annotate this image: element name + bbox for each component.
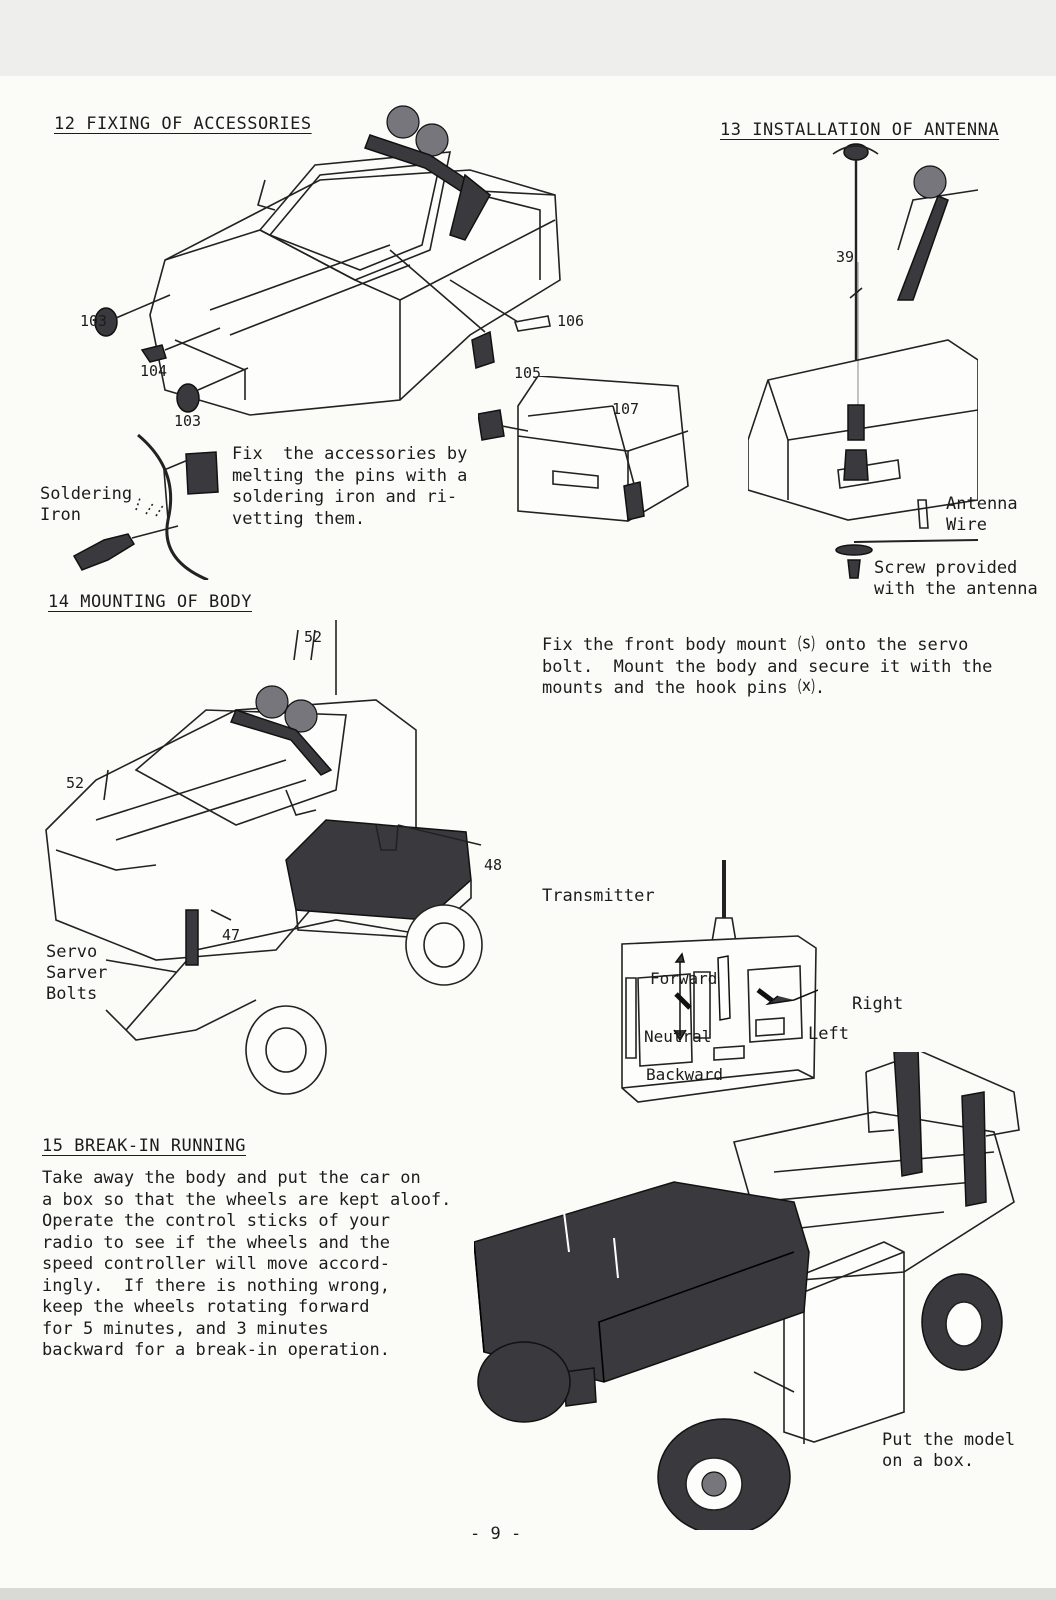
scan-top-margin (0, 0, 1056, 76)
antenna-installation-figure (748, 140, 978, 600)
part-number-47: 47 (222, 926, 241, 944)
scan-bottom-edge (0, 1588, 1056, 1600)
part-number-39: 39 (836, 248, 855, 266)
part-number-107: 107 (612, 400, 640, 418)
part-number-48: 48 (484, 856, 503, 874)
heading-mounting-body: 14 MOUNTING OF BODY (48, 592, 252, 612)
screw-label: Screw provided with the antenna (874, 558, 1038, 599)
chassis-on-box-figure (474, 1052, 1048, 1530)
accessories-truck-figure (70, 100, 590, 430)
soldering-iron-label: Soldering Iron (40, 484, 133, 525)
antenna-wire-label: Antenna Wire (946, 494, 1018, 535)
mounting-body-figure (36, 620, 506, 1110)
forward-label: Forward (650, 969, 718, 988)
part-number-104: 104 (140, 362, 168, 380)
accessories-instructions: Fix the accessories by melting the pins … (232, 444, 468, 529)
part-number-103-b: 103 (174, 412, 202, 430)
neutral-label: Neutral (644, 1027, 712, 1046)
part-number-52-top: 52 (304, 628, 323, 646)
transmitter-figure (618, 858, 818, 1106)
right-label: Right (852, 994, 904, 1014)
part-number-52-left: 52 (66, 774, 85, 792)
heading-break-in-running: 15 BREAK-IN RUNNING (42, 1136, 246, 1156)
put-model-on-box-label: Put the model on a box. (878, 1428, 1020, 1474)
transmitter-label: Transmitter (542, 886, 655, 906)
heading-fixing-accessories: 12 FIXING OF ACCESSORIES (54, 114, 312, 134)
part-number-106: 106 (557, 312, 585, 330)
break-in-instructions: Take away the body and put the car on a … (42, 1168, 452, 1360)
part-number-105: 105 (514, 364, 542, 382)
heading-installation-antenna: 13 INSTALLATION OF ANTENNA (720, 120, 1000, 140)
servo-bolts-label: Servo Sarver Bolts (46, 942, 108, 1004)
soldering-iron-figure (68, 430, 232, 580)
part-number-103-a: 103 (80, 312, 108, 330)
mounting-instructions: Fix the front body mount ⒮ onto the serv… (542, 635, 993, 698)
page-number: - 9 - (470, 1524, 522, 1544)
backward-label: Backward (646, 1065, 724, 1084)
left-label: Left (808, 1024, 849, 1044)
rear-lights-figure (478, 376, 702, 526)
